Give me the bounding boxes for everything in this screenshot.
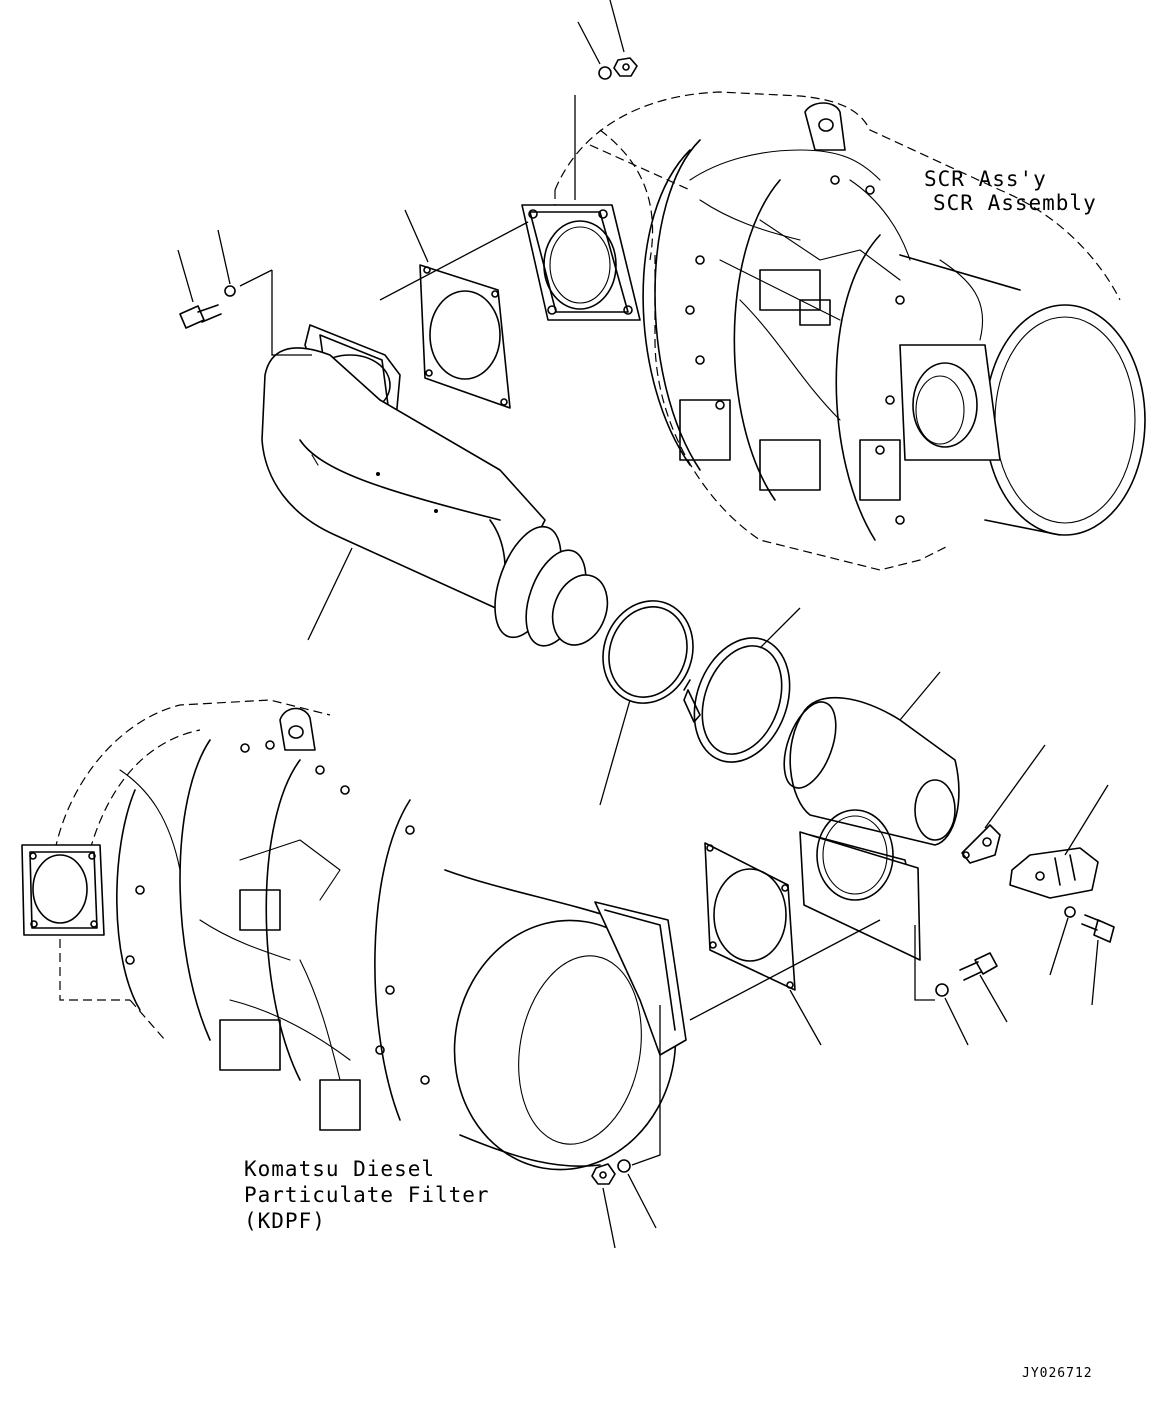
kdpf-label-line1: Komatsu Diesel (244, 1157, 436, 1181)
figure-code: JY026712 (1022, 1366, 1093, 1381)
kdpf-label-line3: (KDPF) (244, 1209, 326, 1233)
elbow-adapter (783, 696, 960, 961)
exhaust-elbow-pipe (261, 324, 609, 647)
nut-top (598, 57, 638, 80)
sensor-bracket (1009, 847, 1099, 899)
kdpf-assembly (21, 699, 687, 1171)
kdpf-label-line2: Particulate Filter (244, 1183, 490, 1207)
scr-label-line2: SCR Assembly (933, 191, 1097, 215)
sensor-plate (961, 824, 1001, 864)
leader-lines (177, 0, 1109, 1249)
scr-assembly (521, 91, 1146, 571)
upper-gasket (419, 264, 511, 409)
lower-gasket (704, 842, 796, 991)
v-band-clamp (683, 637, 791, 763)
nut-bottom (591, 1159, 631, 1185)
scr-label-line1: SCR Ass'y (924, 167, 1047, 191)
bolt-right (1064, 906, 1115, 943)
bolt-lower-right (935, 952, 998, 997)
bolt-upper-left (179, 285, 236, 329)
